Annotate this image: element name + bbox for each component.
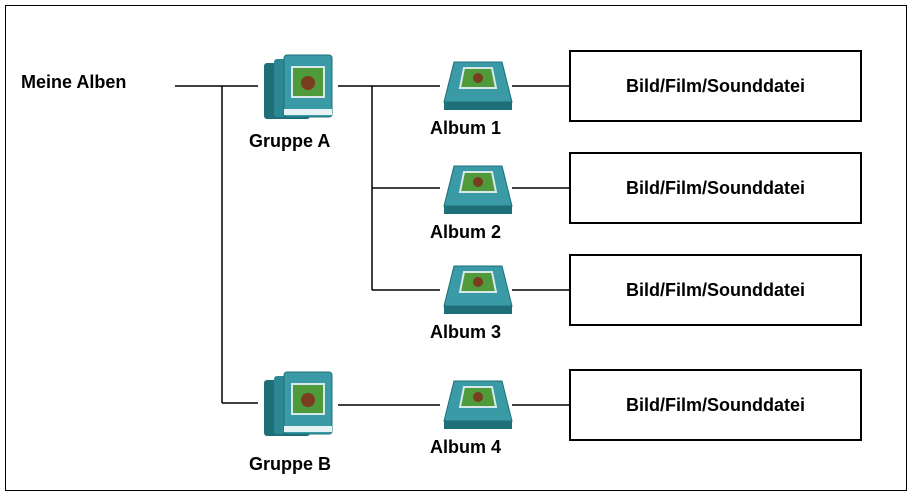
group-b-label: Gruppe B	[249, 454, 332, 474]
diagram-frame	[5, 5, 907, 491]
root-label: Meine Alben	[21, 72, 127, 92]
photo-album-icon	[443, 380, 513, 429]
album-group-icon	[264, 371, 333, 436]
group-a-label: Gruppe A	[249, 131, 331, 151]
photo-album-icon	[443, 61, 513, 110]
album-1-label: Album 1	[430, 118, 502, 138]
album-4-label: Album 4	[430, 437, 502, 457]
album-group-icon	[264, 54, 333, 119]
file-box-label: Bild/Film/Sounddatei	[626, 394, 805, 415]
photo-album-icon	[443, 165, 513, 214]
file-box-label: Bild/Film/Sounddatei	[626, 177, 805, 198]
album-2-label: Album 2	[430, 222, 502, 242]
album-3-label: Album 3	[430, 322, 502, 342]
file-box-4: Bild/Film/Sounddatei	[569, 369, 862, 441]
photo-album-icon	[443, 265, 513, 314]
file-box-label: Bild/Film/Sounddatei	[626, 75, 805, 96]
file-box-label: Bild/Film/Sounddatei	[626, 279, 805, 300]
file-box-1: Bild/Film/Sounddatei	[569, 50, 862, 122]
file-box-3: Bild/Film/Sounddatei	[569, 254, 862, 326]
file-box-2: Bild/Film/Sounddatei	[569, 152, 862, 224]
